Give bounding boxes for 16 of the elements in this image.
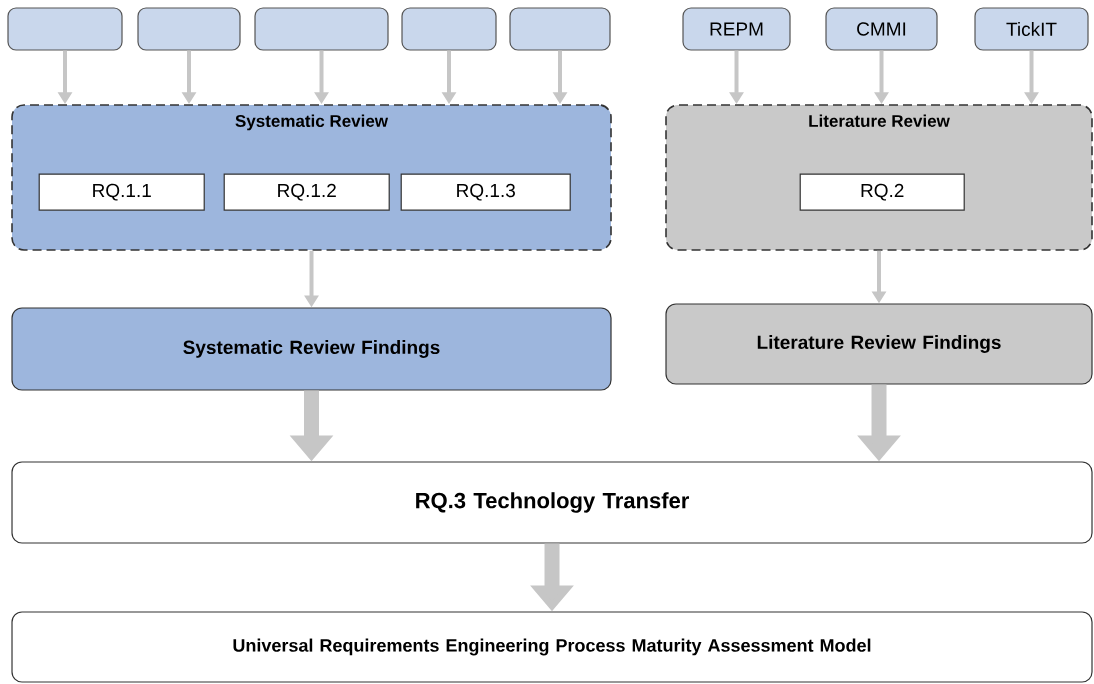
- question-box: RQ.1.2: [223, 173, 390, 211]
- source-box: CMMI: [825, 7, 938, 51]
- result-box: Universal Requirements Engineering Process Maturity Assessment Model: [11, 611, 1093, 683]
- source-box: [7, 7, 123, 51]
- source-box: REPM: [682, 7, 791, 51]
- source-box: TickIT: [974, 7, 1089, 51]
- source-box: [254, 7, 389, 51]
- source-box: [401, 7, 497, 51]
- source-box: [137, 7, 241, 51]
- source-box: [509, 7, 611, 51]
- findings-box: Systematic Review Findings: [11, 307, 612, 391]
- question-box: RQ.2: [799, 173, 965, 211]
- process-box: RQ.3 Technology Transfer: [11, 461, 1093, 544]
- findings-box: Literature Review Findings: [665, 303, 1093, 385]
- question-box: RQ.1.3: [400, 173, 571, 211]
- question-box: RQ.1.1: [38, 173, 205, 211]
